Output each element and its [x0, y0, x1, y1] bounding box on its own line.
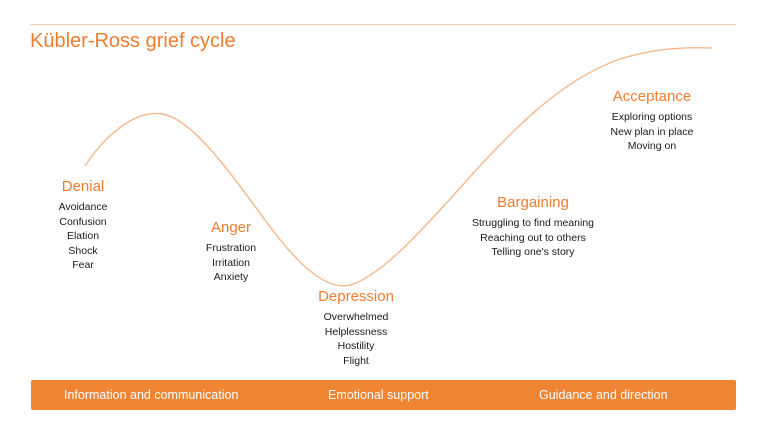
- stage-item: Shock: [68, 244, 98, 257]
- stage-item: Struggling to find meaning: [472, 217, 594, 229]
- support-information-communication: Information and communication: [64, 388, 239, 402]
- stage-item: Flight: [343, 354, 369, 367]
- stage-item: Anxiety: [213, 271, 249, 284]
- support-emotional: Emotional support: [328, 388, 429, 402]
- stage-item: Elation: [66, 230, 100, 243]
- stage-item: Frustration: [205, 242, 257, 254]
- stage-depression: Depression Overwhelmed Helplessness Host…: [300, 288, 412, 368]
- stage-item: Confusion: [59, 215, 107, 228]
- stage-acceptance: Acceptance Exploring options New plan in…: [590, 88, 714, 154]
- stage-item: Overwhelmed: [323, 311, 389, 323]
- grief-curve: [84, 47, 713, 287]
- support-guidance-direction: Guidance and direction: [539, 388, 668, 402]
- stage-item: New plan in place: [610, 125, 694, 138]
- stage-heading: Denial: [61, 178, 105, 195]
- stage-heading: Bargaining: [497, 194, 569, 211]
- stage-item: Fear: [72, 259, 94, 272]
- stage-item: Helplessness: [324, 325, 388, 338]
- stage-heading: Anger: [210, 219, 252, 236]
- stage-item: Avoidance: [58, 201, 108, 213]
- stage-item: Irritation: [212, 256, 250, 269]
- stage-item: Exploring options: [611, 111, 693, 123]
- stage-item: Telling one's story: [491, 246, 575, 259]
- stage-heading: Acceptance: [612, 88, 692, 105]
- support-bar: Information and communication Emotional …: [31, 380, 736, 410]
- stage-item: Reaching out to others: [480, 231, 586, 244]
- stage-heading: Depression: [318, 288, 394, 305]
- stage-item: Hostility: [337, 340, 375, 353]
- stage-anger: Anger Frustration Irritation Anxiety: [190, 219, 272, 285]
- top-divider: [30, 24, 736, 25]
- diagram-title: Kübler-Ross grief cycle: [30, 30, 236, 52]
- stage-item: Moving on: [627, 140, 677, 153]
- stage-bargaining: Bargaining Struggling to find meaning Re…: [458, 194, 608, 260]
- stage-denial: Denial Avoidance Confusion Elation Shock…: [43, 178, 123, 273]
